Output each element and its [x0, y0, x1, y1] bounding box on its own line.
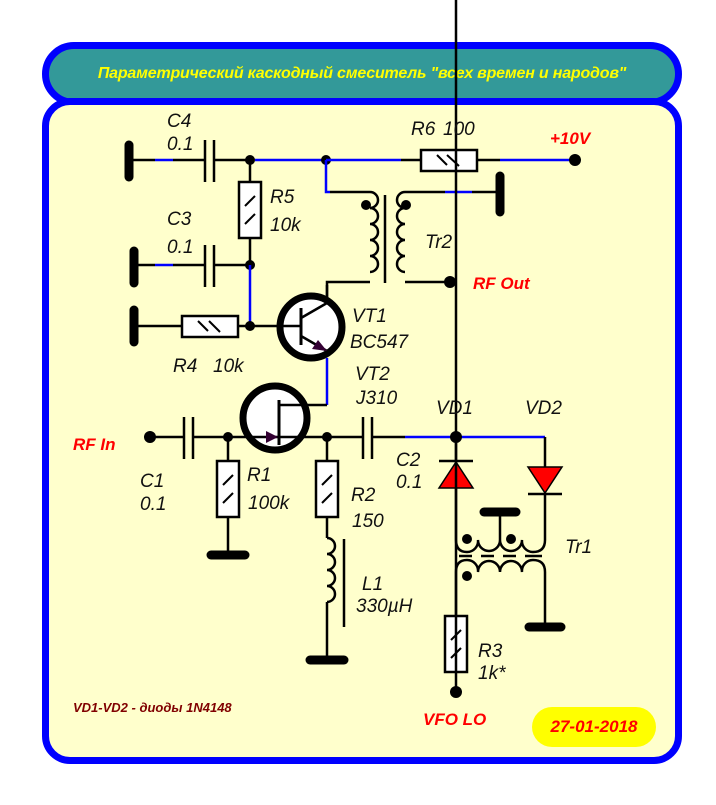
r1-value-label: 100k [248, 493, 291, 514]
vt2-value-label: J310 [355, 388, 398, 409]
vt2-ref-label: VT2 [355, 364, 390, 385]
c3-ref-label: C3 [167, 209, 192, 230]
c4-value-label: 0.1 [167, 134, 193, 155]
supply-terminal [569, 154, 581, 166]
c2-ref-label: C2 [396, 450, 421, 471]
date-badge: 27-01-2018 [532, 707, 656, 747]
r4-ref-label: R4 [173, 356, 197, 377]
vd2-label: VD2 [525, 398, 562, 419]
r6-value-label: 100 [443, 119, 475, 140]
l1-value-label: 330µH [356, 596, 413, 617]
l1-ref-label: L1 [362, 574, 383, 595]
date-text: 27-01-2018 [550, 717, 638, 736]
r5-ref-label: R5 [270, 187, 295, 208]
r3-ref-label: R3 [478, 641, 503, 662]
inductor-l1 [326, 536, 337, 604]
resistor-r6 [419, 148, 479, 173]
r3-value-label: 1k* [478, 663, 506, 684]
resistor-r5 [237, 180, 263, 240]
c4-ref-label: C4 [167, 111, 191, 132]
tr2-label: Tr2 [425, 232, 453, 253]
c1-ref-label: C1 [140, 471, 164, 492]
transistor-vt1 [276, 285, 346, 405]
r4-value-label: 10k [213, 356, 245, 377]
diode-note: VD1-VD2 - диоды 1N4148 [73, 700, 232, 715]
resistor-r4 [180, 314, 240, 339]
c2-value-label: 0.1 [396, 472, 422, 493]
r1-ref-label: R1 [247, 465, 271, 486]
rf-out-terminal [444, 276, 456, 288]
schematic-title: Параметрический каскодный смеситель "все… [97, 65, 627, 82]
tr1-label: Tr1 [565, 537, 592, 558]
transformer-tr1 [454, 507, 566, 632]
supply-label: +10V [550, 129, 592, 148]
vt1-value-label: BC547 [350, 332, 410, 353]
rf-out-label: RF Out [473, 274, 531, 293]
resistor-r2 [314, 459, 340, 519]
vt1-ref-label: VT1 [352, 306, 387, 327]
resistor-r1 [215, 459, 241, 519]
r2-ref-label: R2 [351, 485, 376, 506]
r5-value-label: 10k [270, 215, 302, 236]
c1-value-label: 0.1 [140, 494, 166, 515]
diode-vd2 [526, 437, 564, 540]
vd1-label: VD1 [436, 398, 473, 419]
schematic-panel [42, 98, 682, 764]
rf-in-label: RF In [73, 435, 116, 454]
vfo-lo-label: VFO LO [423, 710, 486, 729]
c3-value-label: 0.1 [167, 237, 193, 258]
r6-ref-label: R6 [411, 119, 436, 140]
transistor-vt2 [230, 382, 327, 454]
r2-value-label: 150 [352, 511, 384, 532]
vfo-lo-terminal [450, 686, 462, 698]
